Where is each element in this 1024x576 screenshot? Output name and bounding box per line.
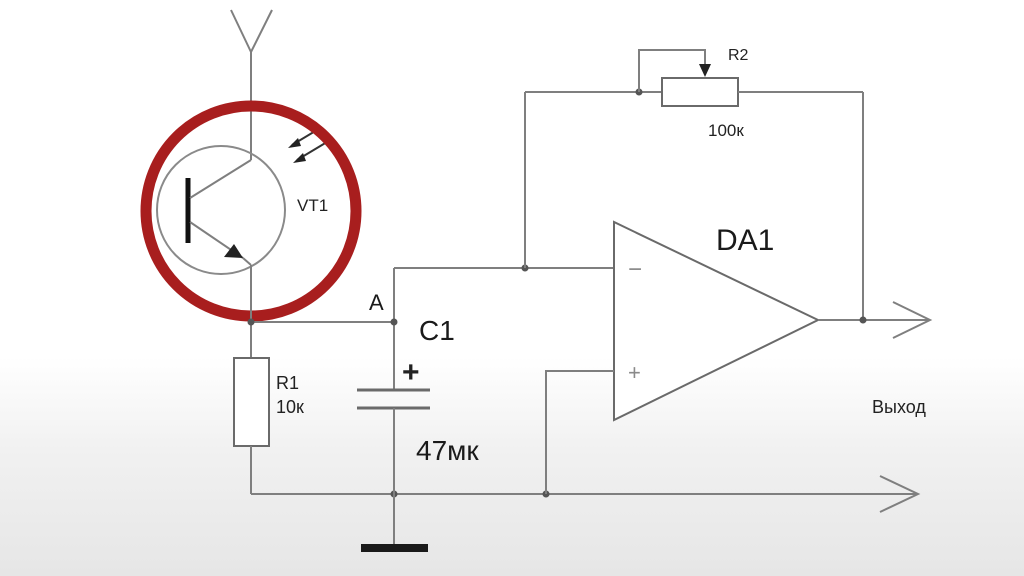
potentiometer-r2 [661, 77, 739, 107]
potentiometer-wiper [638, 49, 706, 92]
label-output: Выход [872, 397, 926, 417]
label-c1-polarity: + [402, 356, 420, 389]
emitter-arrow-icon [224, 244, 243, 258]
output-arrow-icon [892, 301, 933, 339]
label-r2: R2 [728, 47, 749, 64]
resistor-r1 [233, 357, 270, 447]
wiper-arrow-icon [699, 64, 711, 77]
label-r1: R1 [276, 373, 299, 393]
noninverting-input-wire [545, 370, 614, 494]
label-da1: DA1 [716, 224, 774, 257]
label-r2-value: 100к [708, 121, 744, 140]
label-node-a: A [369, 290, 384, 315]
transistor-body-circle [156, 145, 286, 275]
label-r1-value: 10к [276, 397, 304, 417]
antenna-icon [230, 9, 273, 100]
opamp-da1 [613, 220, 821, 422]
opamp-minus-sign: − [628, 256, 642, 283]
bottom-terminal-arrow-icon [879, 475, 921, 513]
label-c1: C1 [419, 315, 455, 346]
label-c1-value: 47мк [416, 435, 479, 466]
opamp-plus-sign: + [628, 360, 641, 385]
phototransistor-vt1 [156, 145, 286, 275]
label-vt1: VT1 [297, 196, 328, 215]
transistor-collector [189, 159, 252, 199]
junction-dot [247, 318, 255, 326]
